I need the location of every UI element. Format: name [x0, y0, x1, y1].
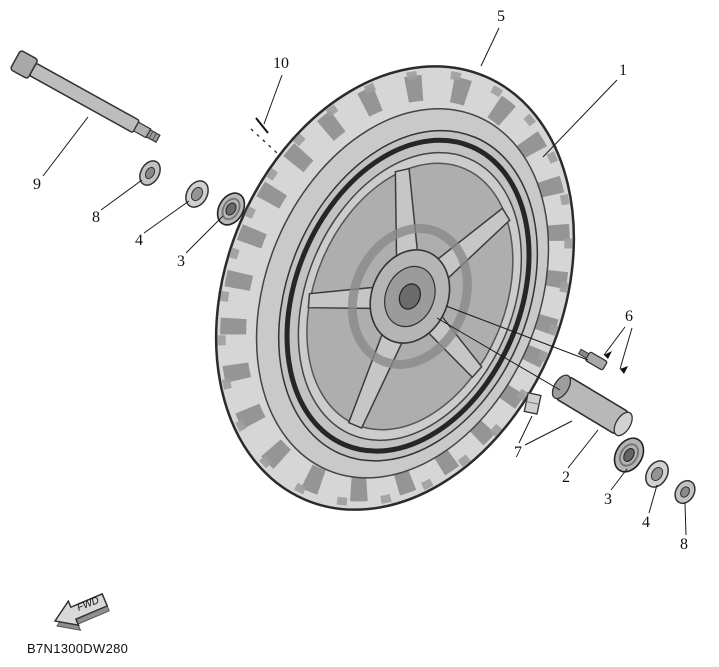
- bearing-front: [216, 192, 246, 226]
- washer-rear: [645, 460, 669, 488]
- callout-3-front: 3: [177, 253, 185, 270]
- thread-line: [148, 131, 154, 139]
- leader-line: [619, 327, 633, 370]
- leader-line: [445, 305, 589, 361]
- brake-disc: [347, 224, 472, 369]
- callout-4-front: 4: [135, 232, 143, 249]
- tire-tread-blocks: [220, 74, 570, 502]
- leader-line: [42, 116, 89, 177]
- spacer-collar: [551, 374, 633, 437]
- leader-arrowhead: [604, 351, 612, 359]
- callout-3-rear: 3: [604, 491, 612, 508]
- leader-line: [185, 215, 224, 254]
- leader-line: [263, 74, 283, 125]
- leader-line: [567, 429, 599, 469]
- front-axle: [10, 50, 161, 144]
- hub: [369, 249, 451, 344]
- leader-line: [684, 502, 687, 536]
- collar-rear: [674, 479, 696, 505]
- leader-line: [143, 200, 190, 234]
- tire-tread-sipes: [217, 69, 573, 507]
- leader-line: [603, 326, 626, 356]
- callout-7: 7: [514, 444, 522, 461]
- callout-8-rear: 8: [680, 536, 688, 553]
- washer-front: [185, 180, 209, 208]
- callout-6: 6: [625, 308, 633, 325]
- callout-8-front: 8: [92, 209, 100, 226]
- rim-channel: [284, 137, 532, 454]
- collar-front: [139, 160, 161, 186]
- leader-lines: [42, 27, 687, 536]
- fwd-arrow: FWD: [53, 592, 110, 631]
- leader-line: [610, 468, 628, 491]
- callout-9: 9: [33, 176, 41, 193]
- leader-line: [100, 179, 143, 211]
- axle-thread: [145, 129, 161, 144]
- callout-2: 2: [562, 469, 570, 486]
- callout-1: 1: [619, 62, 627, 79]
- leader-line: [518, 415, 533, 444]
- balance-weight: [523, 391, 542, 415]
- fwd-arrow-face: [53, 592, 109, 627]
- leader-line: [480, 27, 500, 67]
- leader-arrowhead: [620, 366, 628, 374]
- bearing-rear: [613, 437, 645, 473]
- callout-5: 5: [497, 8, 505, 25]
- leader-line: [524, 420, 573, 446]
- part-code: B7N1300DW280: [27, 641, 129, 656]
- centerline-clip: [255, 117, 269, 134]
- callout-10: 10: [273, 55, 289, 72]
- valve: [577, 348, 608, 371]
- leader-line: [648, 484, 658, 514]
- callout-4-rear: 4: [642, 514, 650, 531]
- leader-line: [542, 79, 618, 158]
- wheel: [214, 65, 576, 511]
- thread-line: [152, 133, 157, 141]
- leader-line: [436, 317, 561, 391]
